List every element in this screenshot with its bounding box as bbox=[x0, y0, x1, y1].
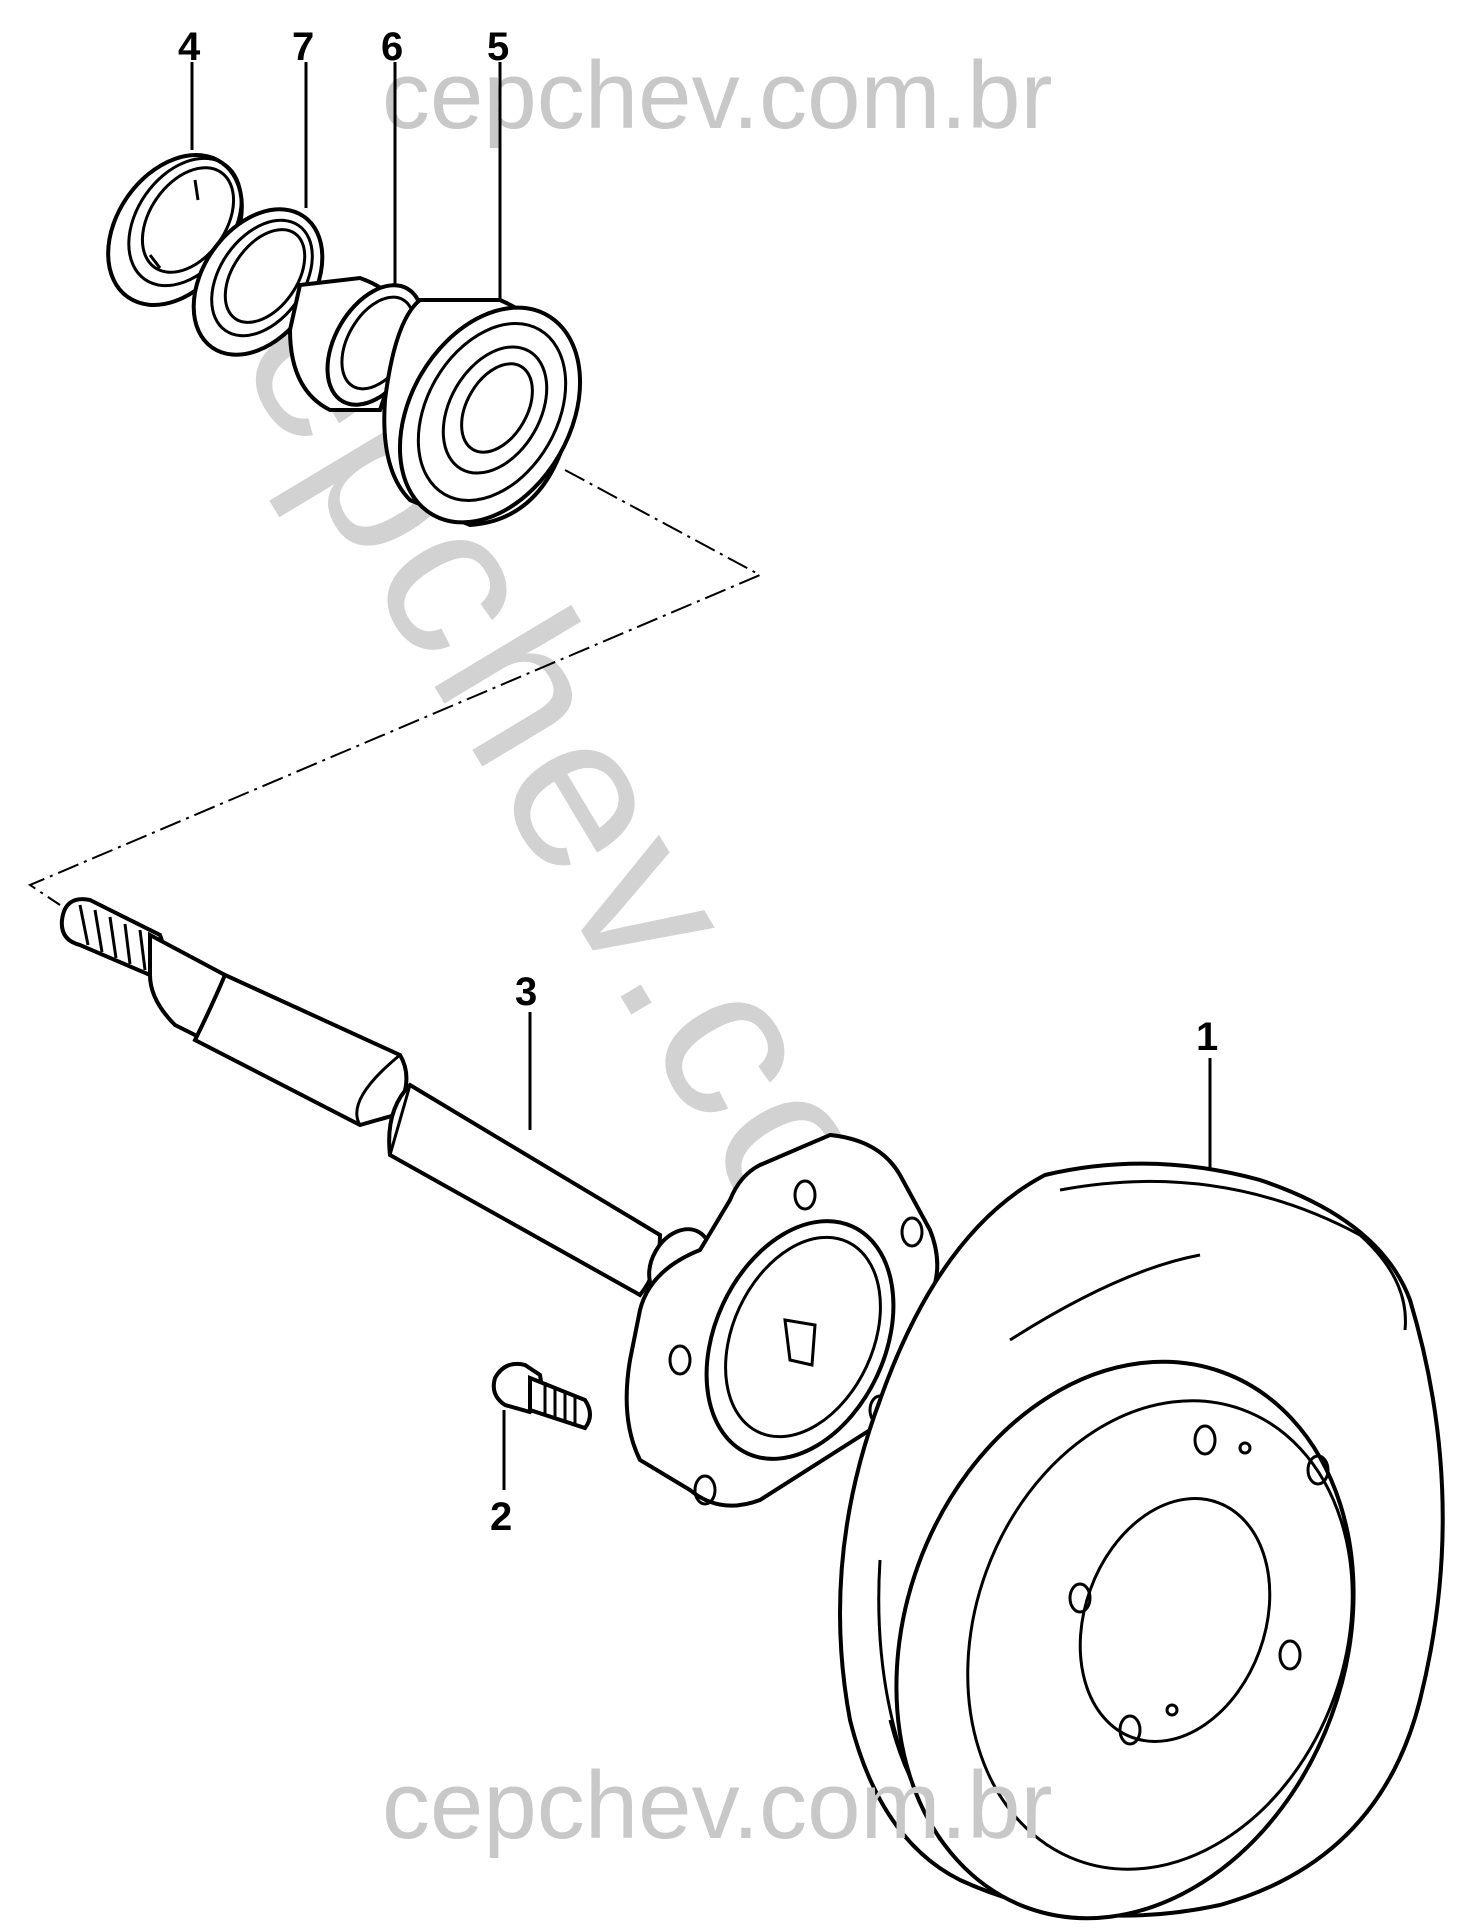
callout-3: 3 bbox=[515, 970, 537, 1014]
part-2-stud bbox=[491, 1361, 592, 1431]
callout-5: 5 bbox=[487, 25, 509, 69]
callout-4: 4 bbox=[178, 25, 201, 69]
watermark-bottom: cepchev.com.br bbox=[382, 1752, 1053, 1859]
part-3-flange bbox=[624, 1132, 940, 1508]
callout-7: 7 bbox=[292, 25, 314, 69]
watermark-top: cepchev.com.br bbox=[382, 42, 1053, 149]
callout-6: 6 bbox=[381, 25, 403, 69]
part-5-bearing bbox=[382, 298, 583, 528]
callout-2: 2 bbox=[490, 1495, 512, 1539]
part-1-brake-drum bbox=[838, 1161, 1445, 1921]
callout-1: 1 bbox=[1196, 1015, 1218, 1059]
